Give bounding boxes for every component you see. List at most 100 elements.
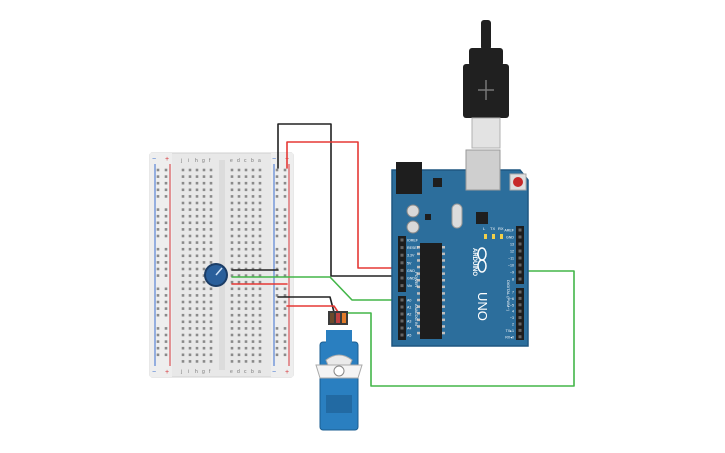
breadboard-hole[interactable]: [181, 360, 185, 363]
breadboard-hole[interactable]: [202, 313, 206, 317]
breadboard-hole[interactable]: [202, 175, 206, 178]
analog-pin[interactable]: [400, 312, 404, 316]
breadboard-hole[interactable]: [181, 188, 185, 192]
breadboard-hole[interactable]: [188, 340, 192, 343]
breadboard-hole[interactable]: [237, 360, 241, 363]
rail-hole[interactable]: [275, 340, 279, 343]
digital-pin[interactable]: [518, 242, 522, 246]
breadboard-hole[interactable]: [195, 340, 199, 343]
breadboard-hole[interactable]: [202, 280, 206, 284]
rail-hole[interactable]: [283, 195, 287, 198]
breadboard-hole[interactable]: [209, 261, 213, 264]
breadboard-hole[interactable]: [195, 333, 199, 337]
breadboard-hole[interactable]: [209, 234, 213, 238]
breadboard-hole[interactable]: [244, 195, 248, 198]
breadboard-hole[interactable]: [230, 294, 234, 297]
breadboard-hole[interactable]: [251, 267, 255, 271]
breadboard-hole[interactable]: [251, 307, 255, 310]
breadboard-hole[interactable]: [181, 300, 185, 304]
breadboard-hole[interactable]: [202, 168, 206, 172]
breadboard-hole[interactable]: [195, 294, 199, 297]
breadboard-hole[interactable]: [251, 181, 255, 185]
breadboard-hole[interactable]: [251, 247, 255, 251]
rail-hole[interactable]: [275, 214, 279, 218]
breadboard-hole[interactable]: [251, 346, 255, 350]
breadboard-hole[interactable]: [230, 181, 234, 185]
breadboard-hole[interactable]: [188, 280, 192, 284]
power-pin[interactable]: [400, 238, 404, 242]
breadboard-hole[interactable]: [202, 340, 206, 343]
breadboard-hole[interactable]: [202, 254, 206, 258]
breadboard-hole[interactable]: [195, 280, 199, 284]
rail-hole[interactable]: [283, 267, 287, 271]
breadboard-hole[interactable]: [188, 175, 192, 178]
breadboard-hole[interactable]: [181, 353, 185, 357]
rail-hole[interactable]: [156, 208, 160, 211]
rail-hole[interactable]: [164, 234, 168, 238]
breadboard-hole[interactable]: [251, 221, 255, 225]
rail-hole[interactable]: [283, 346, 287, 350]
breadboard-hole[interactable]: [237, 300, 241, 304]
rail-hole[interactable]: [283, 261, 287, 264]
rail-hole[interactable]: [275, 313, 279, 317]
rail-hole[interactable]: [283, 234, 287, 238]
breadboard-hole[interactable]: [195, 168, 199, 172]
rail-hole[interactable]: [156, 267, 160, 271]
breadboard-hole[interactable]: [230, 234, 234, 238]
breadboard-hole[interactable]: [258, 360, 262, 363]
rail-hole[interactable]: [275, 175, 279, 178]
rail-hole[interactable]: [283, 254, 287, 258]
rail-hole[interactable]: [275, 267, 279, 271]
breadboard-hole[interactable]: [251, 300, 255, 304]
rail-hole[interactable]: [164, 313, 168, 317]
rail-hole[interactable]: [156, 228, 160, 231]
breadboard-hole[interactable]: [230, 214, 234, 218]
breadboard-hole[interactable]: [237, 313, 241, 317]
breadboard-hole[interactable]: [181, 208, 185, 211]
breadboard-hole[interactable]: [195, 254, 199, 258]
rail-hole[interactable]: [283, 208, 287, 211]
breadboard-hole[interactable]: [202, 201, 206, 205]
breadboard-hole[interactable]: [181, 274, 185, 277]
breadboard-hole[interactable]: [202, 188, 206, 192]
breadboard-hole[interactable]: [237, 327, 241, 330]
breadboard-hole[interactable]: [251, 188, 255, 192]
breadboard-hole[interactable]: [209, 300, 213, 304]
rail-hole[interactable]: [156, 300, 160, 304]
breadboard-hole[interactable]: [230, 254, 234, 258]
breadboard-hole[interactable]: [188, 294, 192, 297]
breadboard-hole[interactable]: [244, 181, 248, 185]
breadboard-hole[interactable]: [202, 353, 206, 357]
rail-hole[interactable]: [283, 294, 287, 297]
rail-hole[interactable]: [283, 228, 287, 231]
breadboard-hole[interactable]: [244, 313, 248, 317]
breadboard-hole[interactable]: [237, 241, 241, 244]
rail-hole[interactable]: [283, 168, 287, 172]
breadboard-hole[interactable]: [202, 274, 206, 277]
rail-hole[interactable]: [164, 287, 168, 291]
breadboard-hole[interactable]: [195, 287, 199, 291]
rail-hole[interactable]: [275, 168, 279, 172]
breadboard-hole[interactable]: [195, 360, 199, 363]
breadboard-hole[interactable]: [202, 346, 206, 350]
breadboard-hole[interactable]: [244, 201, 248, 205]
breadboard-hole[interactable]: [244, 294, 248, 297]
breadboard-hole[interactable]: [251, 360, 255, 363]
rail-hole[interactable]: [164, 181, 168, 185]
breadboard-hole[interactable]: [202, 247, 206, 251]
breadboard-hole[interactable]: [237, 346, 241, 350]
breadboard-hole[interactable]: [244, 214, 248, 218]
breadboard-hole[interactable]: [188, 346, 192, 350]
breadboard-hole[interactable]: [230, 168, 234, 172]
rail-hole[interactable]: [164, 340, 168, 343]
digital-pin[interactable]: [518, 270, 522, 274]
breadboard-hole[interactable]: [202, 294, 206, 297]
breadboard-hole[interactable]: [195, 221, 199, 225]
breadboard-hole[interactable]: [237, 333, 241, 337]
breadboard-hole[interactable]: [188, 195, 192, 198]
breadboard-hole[interactable]: [195, 247, 199, 251]
rail-hole[interactable]: [156, 340, 160, 343]
breadboard-hole[interactable]: [188, 261, 192, 264]
breadboard-hole[interactable]: [237, 168, 241, 172]
rail-hole[interactable]: [275, 221, 279, 225]
